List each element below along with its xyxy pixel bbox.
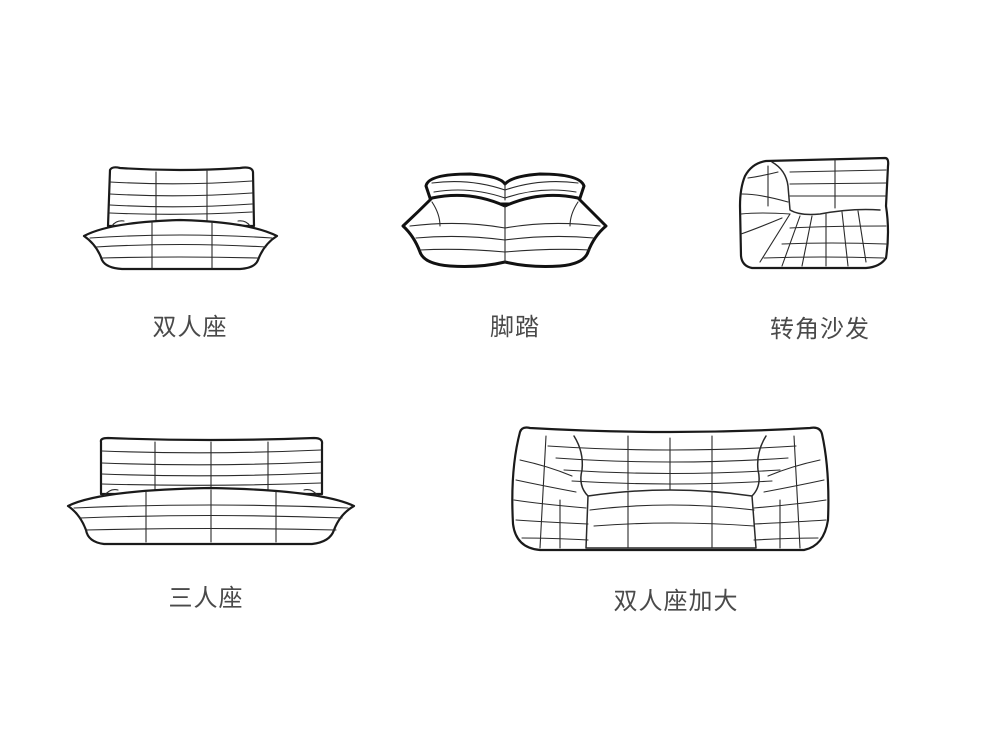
label-loveseat-xl: 双人座加大 — [613, 587, 739, 615]
corner-sofa-drawing — [738, 156, 890, 270]
label-loveseat: 双人座 — [152, 313, 228, 341]
loveseat-drawing — [82, 166, 279, 271]
label-corner-sofa: 转角沙发 — [770, 315, 870, 343]
label-ottoman: 脚踏 — [490, 313, 540, 341]
three-seat-drawing — [66, 436, 356, 546]
loveseat-xl-drawing — [511, 426, 830, 552]
label-three-seat: 三人座 — [168, 584, 244, 612]
ottoman-drawing — [401, 172, 608, 268]
